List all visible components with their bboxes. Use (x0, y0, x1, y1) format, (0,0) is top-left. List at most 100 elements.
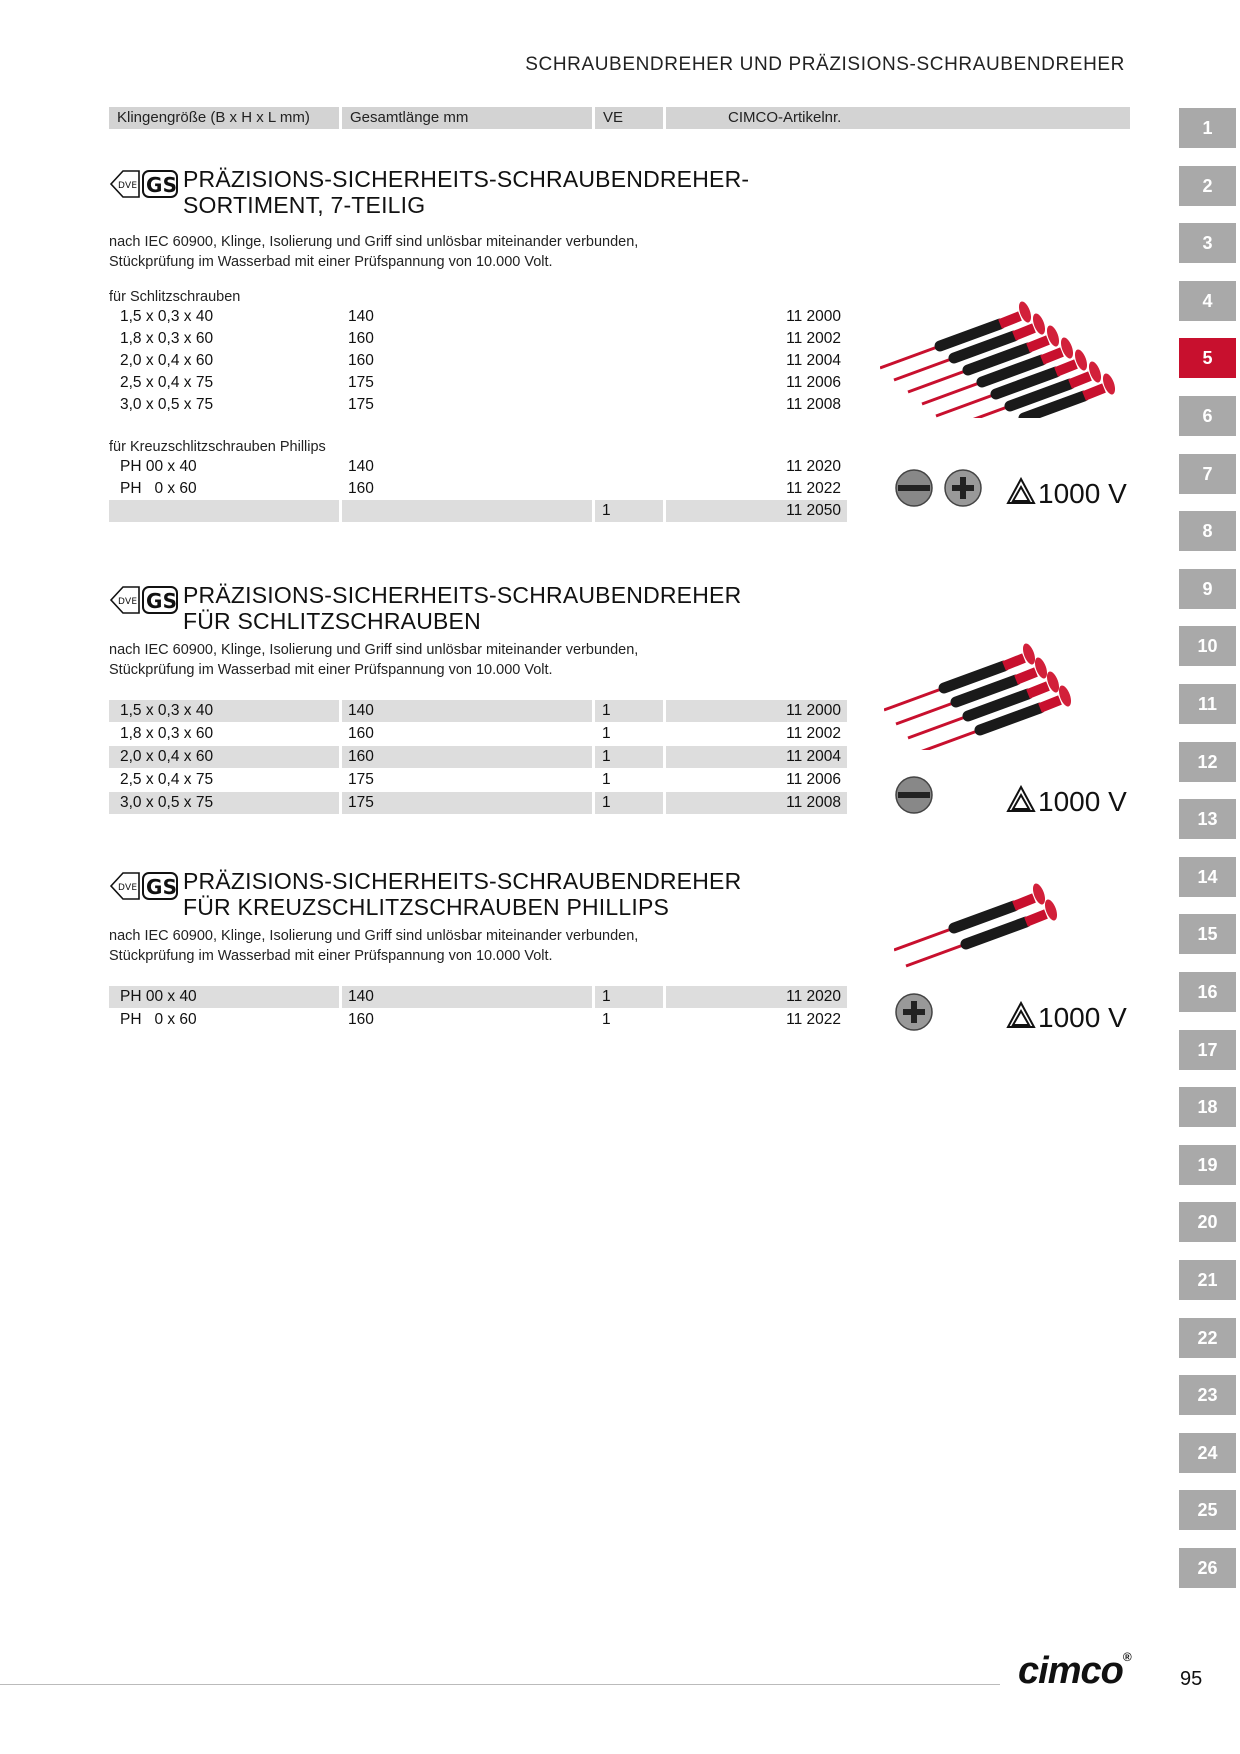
insulation-voltage: 1000 V (1006, 1001, 1127, 1034)
section-title-line1: PRÄZISIONS-SICHERHEITS-SCHRAUBENDREHER (183, 582, 742, 608)
registered-mark: ® (1122, 1650, 1132, 1664)
col-blade-size: Klingengröße (B x H x L mm) (109, 107, 339, 129)
cell-size: PH 0 x 60 (120, 480, 197, 497)
table-row: PH 0 x 60 160 11 2022 (109, 478, 847, 500)
chapter-tab-9[interactable]: 9 (1179, 568, 1236, 609)
cell-ve (595, 478, 663, 500)
chapter-tab-21[interactable]: 21 (1179, 1260, 1236, 1300)
cell-length: 160 (348, 1011, 374, 1028)
product-table-slotted: 1,5 x 0,3 x 40 140 11 2000 1,8 x 0,3 x 6… (109, 306, 847, 416)
insulation-voltage: 1000 V (1006, 785, 1127, 818)
chapter-tab-3[interactable]: 3 (1179, 223, 1236, 264)
page-title: SCHRAUBENDREHER UND PRÄZISIONS-SCHRAUBEN… (525, 54, 1125, 75)
cell-ve: 1 (595, 792, 663, 814)
cell-length: 160 (348, 330, 374, 347)
chapter-tab-23[interactable]: 23 (1179, 1375, 1236, 1416)
product-table: 1,5 x 0,3 x 40 140 1 11 2000 1,8 x 0,3 x… (109, 700, 847, 814)
cell-ve: 1 (602, 725, 611, 742)
cell-article: 11 2008 (666, 792, 847, 814)
slotted-screw-head-icon (895, 469, 933, 507)
section-title-line1: PRÄZISIONS-SICHERHEITS-SCHRAUBENDREHER (183, 868, 742, 894)
voltage-label: 1000 V (1038, 1002, 1127, 1033)
chapter-tab-10[interactable]: 10 (1179, 626, 1236, 667)
cell-length: 175 (348, 771, 374, 788)
chapter-tab-5[interactable]: 5 (1179, 338, 1236, 379)
cell-article: 11 2004 (786, 352, 841, 369)
chapter-tab-15[interactable]: 15 (1179, 914, 1236, 955)
chapter-tab-20[interactable]: 20 (1179, 1202, 1236, 1243)
cell-length: 175 (348, 374, 374, 391)
description-line: nach IEC 60900, Klinge, Isolierung und G… (109, 642, 639, 658)
chapter-tab-6[interactable]: 6 (1179, 396, 1236, 436)
section-title: DVE GS PRÄZISIONS-SICHERHEITS-SCHRAUBEND… (109, 868, 847, 920)
cell-length: 140 (348, 458, 374, 475)
vde-gs-certification-icon: DVE GS (109, 872, 178, 900)
chapter-tab-16[interactable]: 16 (1179, 972, 1236, 1012)
cell-size: 1,8 x 0,3 x 60 (120, 330, 214, 347)
group-label-phillips: für Kreuzschlitzschrauben Phillips (109, 439, 326, 455)
chapter-tab-8[interactable]: 8 (1179, 511, 1236, 552)
chapter-tab-17[interactable]: 17 (1179, 1029, 1236, 1070)
cell-length: 175 (348, 396, 374, 413)
product-table-phillips: PH 00 x 40 140 11 2020 PH 0 x 60 160 11 … (109, 456, 847, 522)
col-article-number: CIMCO-Artikelnr. (666, 107, 1130, 129)
chapter-tab-11[interactable]: 11 (1179, 684, 1236, 724)
chapter-tab-22[interactable]: 22 (1179, 1317, 1236, 1358)
section-title-line2: FÜR SCHLITZSCHRAUBEN (183, 608, 481, 634)
cell-size: PH 00 x 40 (120, 458, 197, 475)
cell-length: 160 (348, 352, 374, 369)
table-row: 2,5 x 0,4 x 75 175 11 2006 (109, 372, 847, 394)
chapter-tab-19[interactable]: 19 (1179, 1144, 1236, 1185)
svg-text:DVE: DVE (118, 883, 137, 893)
chapter-tab-4[interactable]: 4 (1179, 280, 1236, 321)
chapter-tab-24[interactable]: 24 (1179, 1432, 1236, 1473)
cell-length: 140 (342, 700, 592, 722)
cell-article: 11 2002 (786, 330, 841, 347)
page-number: 95 (1180, 1668, 1203, 1690)
cell-size: 3,0 x 0,5 x 75 (109, 792, 339, 814)
cell-size (109, 500, 339, 522)
table-row: 2,5 x 0,4 x 75 175 1 11 2006 (109, 769, 847, 791)
table-column-header: Klingengröße (B x H x L mm) Gesamtlänge … (109, 107, 1130, 129)
chapter-tab-1[interactable]: 1 (1179, 108, 1236, 148)
cell-ve (595, 306, 663, 328)
cell-article: 11 2020 (666, 986, 847, 1008)
cell-length: 140 (348, 308, 374, 325)
table-row: 2,0 x 0,4 x 60 160 11 2004 (109, 350, 847, 372)
section-description: nach IEC 60900, Klinge, Isolierung und G… (109, 926, 847, 966)
screwdriver-phillips-image (894, 883, 1094, 980)
footer-divider (0, 1684, 1000, 1685)
description-line: Stückprüfung im Wasserbad mit einer Prüf… (109, 948, 553, 964)
cell-size: 3,0 x 0,5 x 75 (120, 396, 214, 413)
cell-length: 140 (342, 986, 592, 1008)
vde-gs-certification-icon: DVE GS (109, 586, 178, 614)
table-row: 1,8 x 0,3 x 60 160 11 2002 (109, 328, 847, 350)
screwdriver-set-image (880, 301, 1140, 418)
chapter-tab-2[interactable]: 2 (1179, 165, 1236, 206)
slotted-screw-head-icon (895, 776, 933, 814)
cell-length: 160 (348, 725, 374, 742)
chapter-tab-26[interactable]: 26 (1179, 1548, 1236, 1588)
chapter-tab-18[interactable]: 18 (1179, 1087, 1236, 1128)
col-total-length: Gesamtlänge mm (342, 107, 592, 129)
description-line: nach IEC 60900, Klinge, Isolierung und G… (109, 234, 639, 250)
table-row-set: 1 11 2050 (109, 500, 847, 522)
table-row: PH 00 x 40 140 1 11 2020 (109, 986, 847, 1008)
chapter-tab-7[interactable]: 7 (1179, 453, 1236, 494)
svg-text:DVE: DVE (118, 597, 137, 607)
phillips-screw-head-icon (895, 993, 933, 1031)
description-line: nach IEC 60900, Klinge, Isolierung und G… (109, 928, 639, 944)
chapter-tab-13[interactable]: 13 (1179, 799, 1236, 840)
section-slotted: DVE GS PRÄZISIONS-SICHERHEITS-SCHRAUBEND… (109, 582, 847, 814)
cell-size: 1,5 x 0,3 x 40 (109, 700, 339, 722)
chapter-tab-12[interactable]: 12 (1179, 741, 1236, 782)
cell-article: 11 2008 (786, 396, 841, 413)
chapter-tab-25[interactable]: 25 (1179, 1490, 1236, 1531)
chapter-tab-14[interactable]: 14 (1179, 856, 1236, 897)
cell-article: 11 2000 (786, 308, 841, 325)
table-row: 2,0 x 0,4 x 60 160 1 11 2004 (109, 746, 847, 768)
cell-length: 160 (348, 480, 374, 497)
cell-article: 11 2006 (786, 374, 841, 391)
cell-length: 175 (342, 792, 592, 814)
cell-size: 2,5 x 0,4 x 75 (120, 771, 214, 788)
